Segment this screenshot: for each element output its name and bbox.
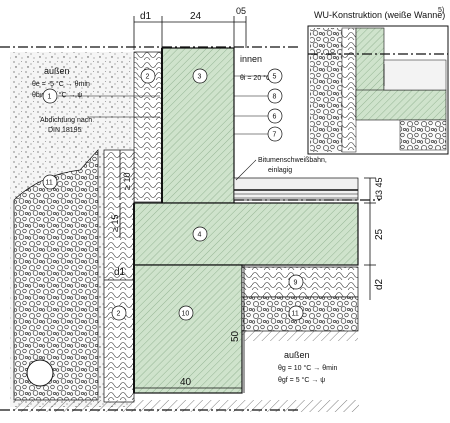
dim-gap-05: 05 <box>236 6 246 16</box>
svg-text:3: 3 <box>198 74 202 81</box>
svg-text:6: 6 <box>273 114 277 121</box>
inside-heading: innen <box>240 54 262 64</box>
callout-9: 9 <box>288 274 304 290</box>
svg-text:9: 9 <box>294 280 298 287</box>
svg-text:7: 7 <box>273 132 277 139</box>
callout-2-lower: 2 <box>111 305 127 321</box>
concrete-slab <box>133 202 359 266</box>
dim-d1-top: d1 <box>140 11 152 22</box>
callout-4: 4 <box>192 226 208 242</box>
inside-theta-i: θi = 20 °C <box>240 74 271 82</box>
callout-10: 10 <box>178 305 194 321</box>
inset-title: WU-Konstruktion (weiße Wanne) <box>314 10 445 20</box>
dim-wall-24: 24 <box>190 11 202 22</box>
inset-title-sup: 5) <box>438 7 444 14</box>
gravel-drainage-left <box>13 149 99 401</box>
callout-5: 5 <box>234 68 283 84</box>
dim-min-10: ≥ 10 <box>122 173 132 190</box>
dim-slab-25: 25 <box>374 228 385 240</box>
drain-pipe <box>26 359 54 387</box>
svg-text:1: 1 <box>48 94 52 101</box>
waterproofing-label-2: DIN 18195 <box>48 127 82 134</box>
callout-8: 8 <box>234 88 283 104</box>
floor-screed <box>233 177 359 201</box>
ground-hatch-right <box>242 331 358 341</box>
dim-height-50: 50 <box>230 330 241 342</box>
svg-text:4: 4 <box>198 232 202 239</box>
svg-text:5: 5 <box>273 74 277 81</box>
outside-top-heading: außen <box>44 66 70 76</box>
callout-11-right: 11 <box>288 305 304 321</box>
dim-width-40: 40 <box>180 377 192 388</box>
waterproofing-label-1: Abdichtung nach <box>40 117 92 124</box>
callout-2-top: 2 <box>140 68 156 84</box>
dim-d2: d2 <box>374 278 385 290</box>
outside-theta-e: θe = -5 °C → θmin <box>32 80 90 88</box>
dim-d3-45: d3 45 <box>374 177 384 200</box>
ground-hatch-bottom <box>14 400 359 412</box>
svg-text:2: 2 <box>117 311 121 318</box>
dim-min-15: ≥ 15 <box>110 215 120 232</box>
outside-theta-gf: θgf = 5 °C → ψ <box>278 376 325 384</box>
membrane-label-2: einlagig <box>268 167 292 174</box>
callout-1: 1 <box>42 88 160 104</box>
outside-bottom-heading: außen <box>284 350 310 360</box>
callout-11-left: 11 <box>42 174 58 190</box>
callout-6: 6 <box>234 108 283 124</box>
dim-d1-mid: d1 <box>114 267 126 278</box>
svg-text:11: 11 <box>46 180 53 187</box>
inset-detail <box>307 25 449 155</box>
membrane-label-1: Bitumenschweißbahn, <box>258 157 327 164</box>
svg-text:11: 11 <box>292 311 299 318</box>
callout-3: 3 <box>192 68 208 84</box>
svg-text:10: 10 <box>182 311 190 318</box>
svg-text:2: 2 <box>146 74 150 81</box>
callout-7: 7 <box>234 126 283 142</box>
outside-theta-g: θg = 10 °C → θmin <box>278 364 338 372</box>
svg-text:8: 8 <box>273 94 277 101</box>
concrete-footing <box>133 264 243 394</box>
